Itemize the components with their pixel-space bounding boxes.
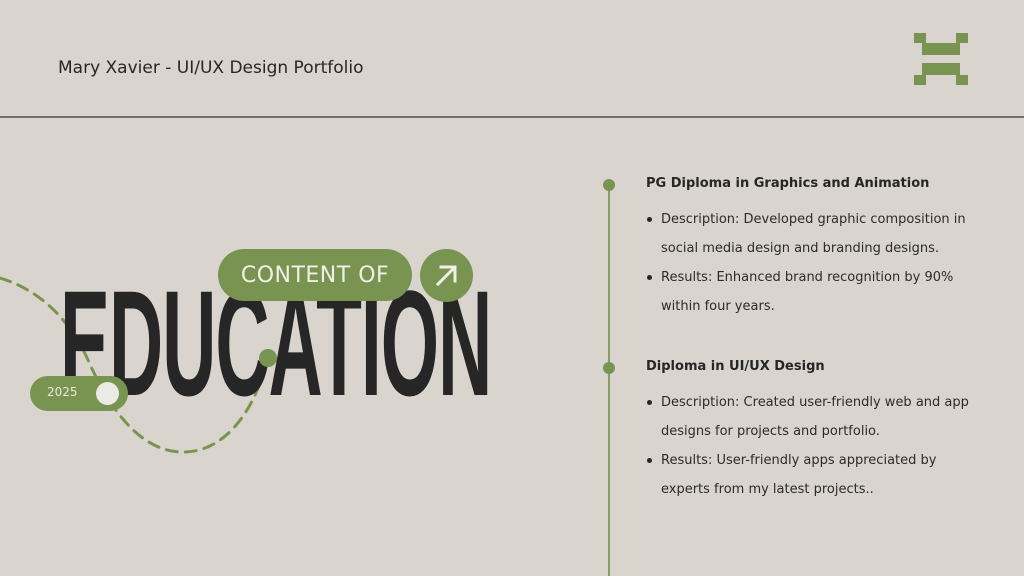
list-item: Description: Created user-friendly web a… <box>646 388 976 446</box>
content-of-pill: CONTENT OF <box>218 249 412 301</box>
arrow-up-right-icon <box>435 265 457 287</box>
timeline-dot-1 <box>603 179 615 191</box>
education-entry-2: Diploma in UI/UX Design Description: Cre… <box>646 359 976 504</box>
timeline-line <box>608 185 610 576</box>
header-divider <box>0 116 1024 118</box>
entry-bullets: Description: Developed graphic compositi… <box>646 205 976 321</box>
toggle-knob <box>96 382 119 405</box>
list-item: Description: Developed graphic compositi… <box>646 205 976 263</box>
year-toggle[interactable]: 2025 <box>30 376 128 411</box>
list-item: Results: User-friendly apps appreciated … <box>646 446 976 504</box>
brand-logo-icon <box>914 33 968 85</box>
year-label: 2025 <box>47 385 78 399</box>
entry-title: PG Diploma in Graphics and Animation <box>646 176 930 191</box>
portfolio-title: Mary Xavier - UI/UX Design Portfolio <box>58 58 364 78</box>
timeline-dot-2 <box>603 362 615 374</box>
entry-title: Diploma in UI/UX Design <box>646 359 825 374</box>
arrow-button[interactable] <box>420 249 473 302</box>
list-item: Results: Enhanced brand recognition by 9… <box>646 263 976 321</box>
entry-bullets: Description: Created user-friendly web a… <box>646 388 976 504</box>
education-entry-1: PG Diploma in Graphics and Animation Des… <box>646 176 976 321</box>
